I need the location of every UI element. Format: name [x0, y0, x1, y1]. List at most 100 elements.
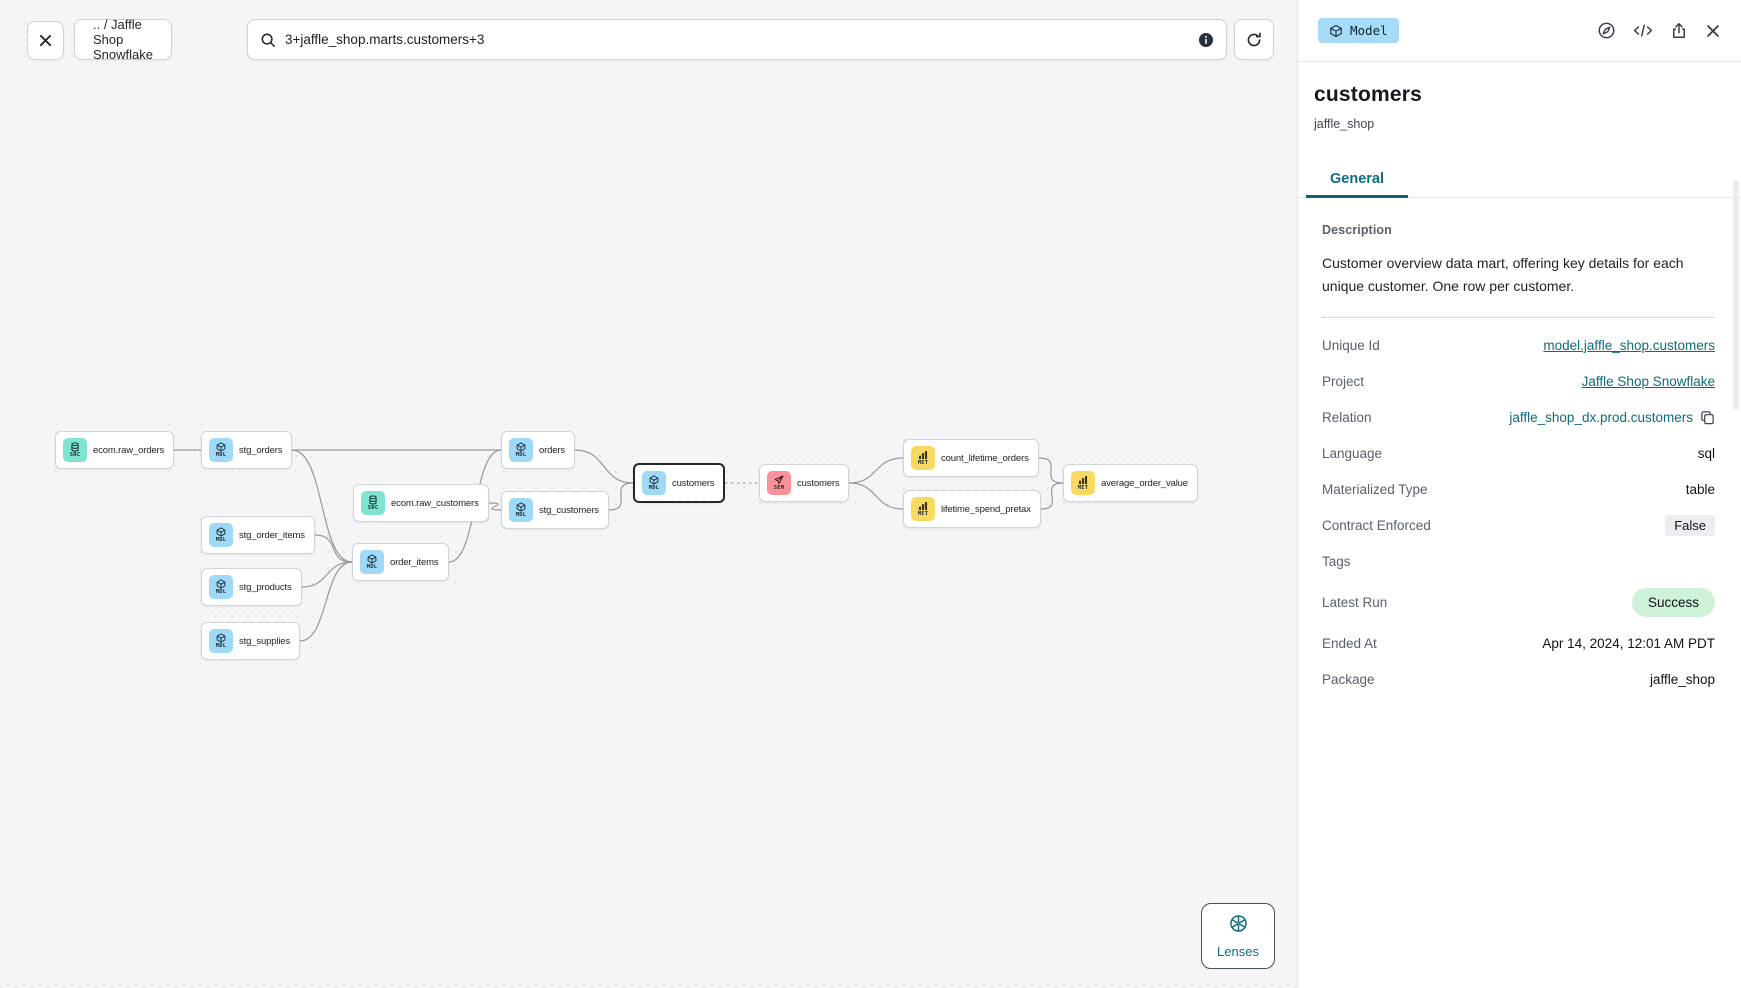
search-bar[interactable]	[247, 19, 1227, 60]
graph-node-stg_order_items[interactable]: MDL stg_order_items	[201, 516, 315, 554]
detail-value: jaffle_shop_dx.prod.customers	[1509, 409, 1693, 425]
search-icon	[260, 32, 276, 48]
graph-node-lifetime_spend_pretax[interactable]: MET lifetime_spend_pretax	[903, 490, 1041, 528]
detail-value: sql	[1697, 445, 1715, 461]
close-lineage-button[interactable]	[27, 21, 64, 60]
edge-lifetime_spend_pretax-to-average_order_value	[1040, 482, 1064, 510]
share-icon	[1670, 21, 1688, 40]
model-icon: MDL	[642, 471, 666, 495]
node-label: average_order_value	[1101, 477, 1188, 489]
detail-label: Contract Enforced	[1322, 517, 1431, 533]
node-label: stg_supplies	[239, 635, 291, 647]
detail-value[interactable]: model.jaffle_shop.customers	[1543, 337, 1715, 353]
detail-row-relation: Relation jaffle_shop_dx.prod.customers	[1322, 399, 1715, 435]
close-panel-button[interactable]	[1705, 23, 1721, 39]
node-label: stg_order_items	[239, 529, 305, 541]
edge-customers_semantic-to-lifetime_spend_pretax	[848, 482, 904, 510]
detail-row-tags: Tags	[1322, 543, 1715, 579]
close-icon	[1705, 23, 1721, 39]
model-icon: MDL	[209, 438, 233, 462]
copy-icon[interactable]	[1700, 410, 1715, 425]
panel-header: Model	[1298, 0, 1741, 62]
semantic-model-icon: SEM	[767, 471, 791, 495]
graph-node-stg_products[interactable]: MDL stg_products	[201, 568, 302, 606]
node-label: lifetime_spend_pretax	[941, 503, 1031, 515]
breadcrumb[interactable]: .. / Jaffle Shop Snowflake	[74, 17, 172, 62]
refresh-button[interactable]	[1234, 19, 1274, 60]
description-heading: Description	[1322, 223, 1392, 237]
edge-stg_products-to-order_items	[301, 561, 353, 588]
metric-icon: MET	[911, 446, 935, 470]
description-text: Customer overview data mart, offering ke…	[1322, 255, 1684, 294]
detail-value: False	[1665, 514, 1715, 536]
panel-scrollbar[interactable]	[1733, 180, 1739, 410]
search-input[interactable]	[285, 32, 1189, 47]
detail-row-materialized-type: Materialized Type table	[1322, 471, 1715, 507]
detail-label: Language	[1322, 445, 1383, 461]
graph-node-average_order_value[interactable]: MET average_order_value	[1063, 464, 1198, 502]
resource-type-badge: Model	[1318, 18, 1399, 43]
detail-label: Unique Id	[1322, 337, 1380, 353]
relation-value-group: jaffle_shop_dx.prod.customers	[1509, 410, 1715, 425]
lenses-button[interactable]: Lenses	[1201, 903, 1275, 969]
resource-type-label: Model	[1350, 23, 1388, 38]
detail-value: table	[1685, 481, 1715, 497]
model-icon: MDL	[509, 498, 533, 522]
lenses-icon	[1228, 913, 1249, 939]
tab-general[interactable]: General	[1306, 162, 1408, 198]
panel-tabs: General	[1298, 162, 1741, 198]
metric-icon: MET	[911, 497, 935, 521]
edge-count_lifetime_orders-to-average_order_value	[1038, 457, 1064, 484]
node-label: order_items	[390, 556, 439, 568]
close-icon	[38, 33, 53, 48]
edge-stg_order_items-to-order_items	[314, 534, 353, 563]
info-icon[interactable]	[1198, 32, 1214, 48]
detail-value[interactable]: Jaffle Shop Snowflake	[1581, 373, 1715, 389]
model-icon: MDL	[209, 629, 233, 653]
edge-customers_semantic-to-count_lifetime_orders	[848, 457, 904, 484]
node-label: ecom.raw_customers	[391, 497, 479, 509]
panel-body: Description Customer overview data mart,…	[1298, 198, 1741, 697]
edge-stg_supplies-to-order_items	[299, 561, 353, 642]
details-panel: Model	[1297, 0, 1741, 988]
node-label: stg_products	[239, 581, 292, 593]
compass-icon	[1597, 21, 1616, 40]
refresh-icon	[1245, 31, 1263, 49]
detail-label: Relation	[1322, 409, 1372, 425]
breadcrumb-label: .. / Jaffle Shop Snowflake	[93, 17, 153, 62]
panel-title: customers	[1314, 83, 1423, 106]
share-button[interactable]	[1670, 21, 1688, 40]
explore-lineage-button[interactable]	[1597, 21, 1616, 40]
detail-row-language: Language sql	[1322, 435, 1715, 471]
divider	[1322, 317, 1715, 319]
node-label: orders	[539, 444, 566, 456]
model-icon: MDL	[209, 575, 233, 599]
node-label: customers	[672, 477, 715, 489]
node-label: customers	[797, 477, 840, 489]
metric-icon: MET	[1071, 471, 1095, 495]
model-icon: MDL	[209, 523, 233, 547]
graph-node-stg_orders[interactable]: MDL stg_orders	[201, 431, 293, 469]
detail-value: Apr 14, 2024, 12:01 AM PDT	[1542, 635, 1715, 651]
view-code-button[interactable]	[1633, 21, 1653, 40]
graph-node-customers[interactable]: MDL customers	[633, 463, 726, 503]
node-label: stg_orders	[239, 444, 283, 456]
graph-node-stg_supplies[interactable]: MDL stg_supplies	[201, 622, 301, 660]
detail-label: Materialized Type	[1322, 481, 1428, 497]
detail-label: Tags	[1322, 553, 1351, 569]
detail-label: Package	[1322, 671, 1375, 687]
status-badge: Success	[1631, 587, 1715, 617]
panel-actions	[1597, 21, 1721, 40]
graph-node-customers_semantic[interactable]: SEM customers	[759, 464, 850, 502]
detail-row-contract-enforced: Contract Enforced False	[1322, 507, 1715, 543]
